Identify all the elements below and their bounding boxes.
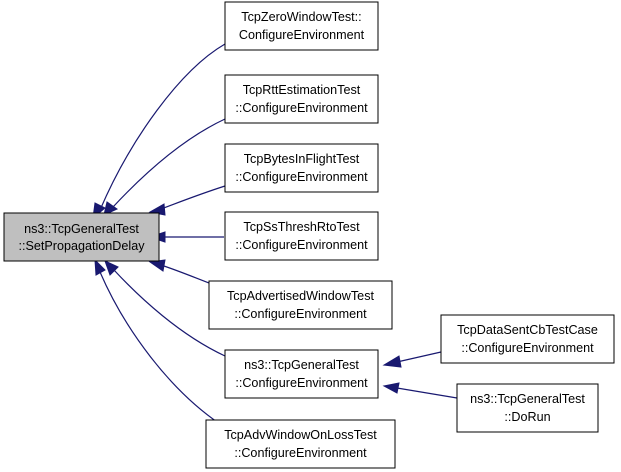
node-general-test-do-run-line2: ::DoRun xyxy=(504,410,550,424)
node-adv-window-on-loss-line2: ::ConfigureEnvironment xyxy=(234,446,367,460)
node-general-test-do-run[interactable]: ns3::TcpGeneralTest ::DoRun xyxy=(456,383,599,433)
node-rtt-estimation-line2: ::ConfigureEnvironment xyxy=(235,101,368,115)
node-zero-window-line1: TcpZeroWindowTest:: xyxy=(241,10,361,24)
node-set-propagation-delay[interactable]: ns3::TcpGeneralTest ::SetPropagationDela… xyxy=(3,212,160,262)
node-rtt-estimation-line1: TcpRttEstimationTest xyxy=(243,83,361,97)
node-advertised-window-line2: ::ConfigureEnvironment xyxy=(234,307,367,321)
edge-data-sent-cb-to-general-configure xyxy=(382,351,442,368)
node-adv-window-on-loss-line1: TcpAdvWindowOnLossTest xyxy=(224,428,377,442)
node-data-sent-cb-line2: ::ConfigureEnvironment xyxy=(461,341,594,355)
node-general-test-configure-line1: ns3::TcpGeneralTest xyxy=(244,358,359,372)
edge-ss-thresh-rto-to-set-propagation-delay xyxy=(148,231,224,243)
node-adv-window-on-loss-configure[interactable]: TcpAdvWindowOnLossTest ::ConfigureEnviro… xyxy=(205,419,396,469)
edge-general-configure-to-set-propagation-delay xyxy=(104,260,226,357)
node-bytes-in-flight-configure[interactable]: TcpBytesInFlightTest ::ConfigureEnvironm… xyxy=(224,143,379,193)
node-general-test-configure-line2: ::ConfigureEnvironment xyxy=(235,376,368,390)
node-data-sent-cb-line1: TcpDataSentCbTestCase xyxy=(457,323,598,337)
node-bytes-in-flight-line1: TcpBytesInFlightTest xyxy=(244,152,360,166)
node-bytes-in-flight-line2: ::ConfigureEnvironment xyxy=(235,170,368,184)
node-zero-window-configure[interactable]: TcpZeroWindowTest:: ConfigureEnvironment xyxy=(224,1,379,51)
node-general-test-do-run-line1: ns3::TcpGeneralTest xyxy=(470,392,585,406)
node-zero-window-line2: ConfigureEnvironment xyxy=(239,28,365,42)
edge-adv-window-on-loss-to-set-propagation-delay xyxy=(94,258,221,425)
edge-rtt-estimation-to-set-propagation-delay xyxy=(103,118,226,216)
node-data-sent-cb-configure[interactable]: TcpDataSentCbTestCase ::ConfigureEnviron… xyxy=(440,314,615,364)
edge-zero-window-to-set-propagation-delay xyxy=(92,43,226,220)
node-ss-thresh-rto-line2: ::ConfigureEnvironment xyxy=(235,238,368,252)
edge-bytes-in-flight-to-set-propagation-delay xyxy=(148,185,226,216)
node-rtt-estimation-configure[interactable]: TcpRttEstimationTest ::ConfigureEnvironm… xyxy=(224,74,379,124)
node-advertised-window-line1: TcpAdvertisedWindowTest xyxy=(227,289,374,303)
node-ss-thresh-rto-line1: TcpSsThreshRtoTest xyxy=(243,220,360,234)
node-ss-thresh-rto-configure[interactable]: TcpSsThreshRtoTest ::ConfigureEnvironmen… xyxy=(224,211,379,261)
node-set-propagation-delay-line2: ::SetPropagationDelay xyxy=(18,239,145,253)
node-set-propagation-delay-line1: ns3::TcpGeneralTest xyxy=(24,222,139,236)
node-general-test-configure[interactable]: ns3::TcpGeneralTest ::ConfigureEnvironme… xyxy=(224,349,379,399)
node-advertised-window-configure[interactable]: TcpAdvertisedWindowTest ::ConfigureEnvir… xyxy=(208,280,393,330)
edge-general-do-run-to-general-configure xyxy=(382,382,458,399)
